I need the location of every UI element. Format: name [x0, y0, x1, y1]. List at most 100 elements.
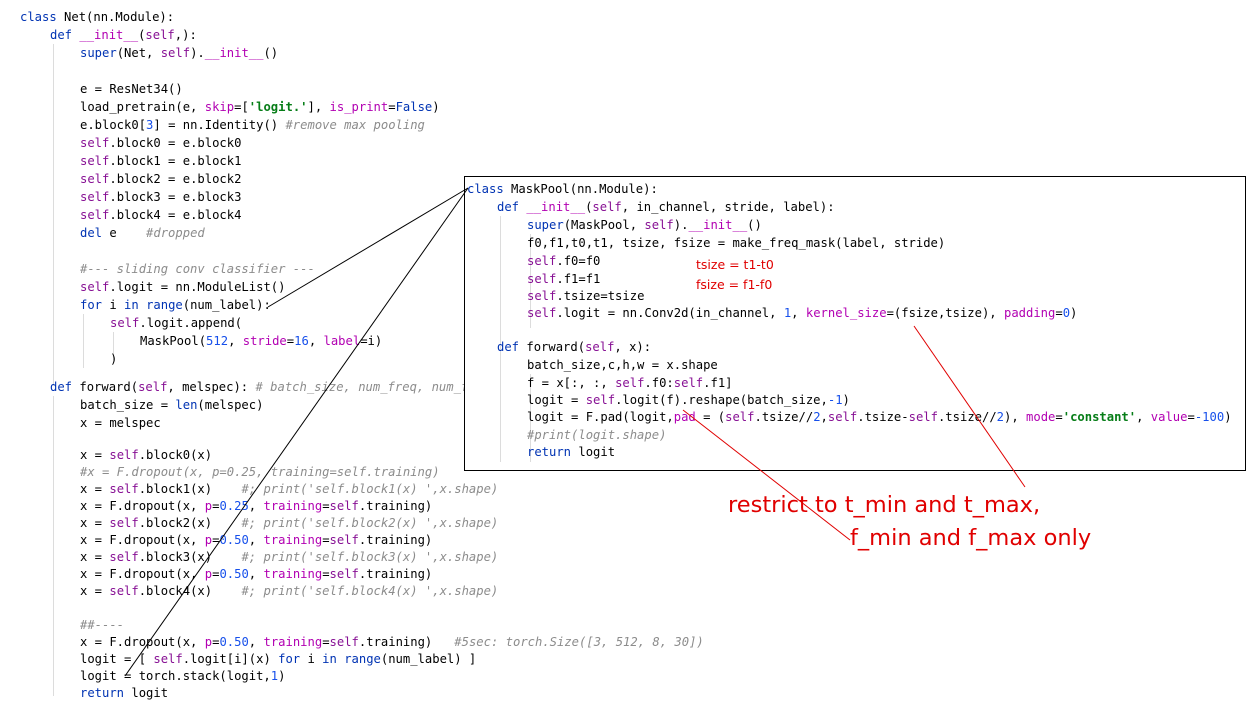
code-token: range [344, 652, 381, 666]
code-token: self [527, 254, 557, 268]
code-token: self [145, 28, 175, 42]
code-token: self [80, 136, 110, 150]
indent-guide [53, 396, 54, 696]
code-line: load_pretrain(e, skip=['logit.'], is_pri… [80, 98, 440, 116]
code-token: = [212, 635, 220, 649]
code-token: #; print('self.block3(x) ',x.shape) [241, 550, 499, 564]
code-line: self.block2 = e.block2 [80, 170, 241, 188]
code-token: (MaskPool, [563, 218, 645, 232]
code-token: padding [1003, 306, 1056, 320]
code-token: .f1] [703, 376, 733, 390]
code-token: self [908, 410, 938, 424]
code-token: ( [138, 28, 146, 42]
code-line: ) [110, 350, 117, 368]
code-token: e [109, 226, 147, 240]
fsize-annotation: fsize = f1-f0 [696, 277, 773, 292]
code-token: , [248, 499, 264, 513]
code-token: #; print('self.block4(x) ',x.shape) [241, 584, 499, 598]
maskpool-code-panel [464, 176, 1246, 471]
code-token: class [467, 182, 512, 196]
code-token: 0.50 [219, 635, 249, 649]
indent-guide [113, 332, 114, 360]
code-line: return logit [527, 443, 615, 461]
code-token: super [80, 46, 117, 60]
code-token: = [212, 567, 220, 581]
code-line: x = F.dropout(x, p=0.25, training=self.t… [80, 497, 432, 515]
code-token: self [80, 280, 110, 294]
code-line: return logit [80, 684, 168, 702]
code-token: logit = F.pad(logit, [527, 410, 674, 424]
code-token: self [110, 316, 140, 330]
code-line: #print(logit.shape) [527, 426, 666, 444]
code-token: training [263, 567, 323, 581]
code-line: self.block4 = e.block4 [80, 206, 241, 224]
code-line: class MaskPool(nn.Module): [467, 180, 658, 198]
code-line: x = self.block4(x) #; print('self.block4… [80, 582, 498, 600]
code-token: range [146, 298, 183, 312]
code-line: for i in range(num_label): [80, 296, 271, 314]
code-token: ##---- [80, 618, 125, 632]
code-token: , [248, 533, 264, 547]
code-line: self.logit.append( [110, 314, 242, 332]
indent-guide [53, 44, 54, 386]
code-token: p [204, 533, 213, 547]
code-token: -100 [1194, 410, 1225, 424]
code-line: x = self.block2(x) #; print('self.block2… [80, 514, 498, 532]
code-token: self [138, 380, 168, 394]
code-token: x = [80, 516, 110, 530]
code-token: Net(nn.Module): [64, 10, 175, 24]
code-token: = [1187, 410, 1195, 424]
code-token: mode [1026, 410, 1056, 424]
code-token: self [329, 533, 359, 547]
code-line: self.logit = nn.ModuleList() [80, 278, 285, 296]
code-token: () [747, 218, 762, 232]
code-line: x = F.dropout(x, p=0.50, training=self.t… [80, 531, 432, 549]
code-token: .tsize- [857, 410, 909, 424]
code-token: batch_size = [80, 398, 176, 412]
code-token: 3 [146, 118, 154, 132]
code-token: i [307, 652, 323, 666]
code-token: #x = F.dropout(x, p=0.25, training=self.… [80, 465, 440, 479]
code-token: #5sec: torch.Size([3, 512, 8, 30]) [454, 635, 704, 649]
code-token: #; print('self.block2(x) ',x.shape) [241, 516, 499, 530]
code-line: super(MaskPool, self).__init__() [527, 216, 762, 234]
code-token: self [827, 410, 858, 424]
code-line: MaskPool(512, stride=16, label=i) [140, 332, 382, 350]
code-token: def [50, 380, 80, 394]
code-line: self.logit = nn.Conv2d(in_channel, 1, ke… [527, 304, 1077, 322]
code-token: , in_channel, stride, label): [621, 200, 835, 214]
code-token: self [329, 635, 359, 649]
code-line: self.block0 = e.block0 [80, 134, 241, 152]
code-token: = ( [695, 410, 726, 424]
code-line: x = F.dropout(x, p=0.50, training=self.t… [80, 565, 432, 583]
code-token: () [263, 46, 279, 60]
code-line: batch_size = len(melspec) [80, 396, 263, 414]
code-token: kernel_size [805, 306, 887, 320]
code-token: .tsize// [754, 410, 814, 424]
code-token: = [286, 334, 295, 348]
code-token: .block1(x) [138, 482, 242, 496]
code-line: self.tsize=tsize [527, 287, 644, 305]
code-token: x = [80, 584, 110, 598]
code-token: #--- sliding conv classifier --- [80, 262, 315, 276]
code-token: def [497, 200, 527, 214]
code-token: .f0=f0 [556, 254, 601, 268]
code-token: = [322, 567, 330, 581]
code-token: .block3 = e.block3 [109, 190, 242, 204]
code-token: e.block0[ [80, 118, 147, 132]
code-line: logit = [ self.logit[i](x) for i in rang… [80, 650, 476, 668]
code-token: 512 [206, 334, 229, 348]
code-token: forward( [526, 340, 586, 354]
code-token: self [109, 550, 139, 564]
code-token: .training) [358, 499, 433, 513]
code-token: label [323, 334, 361, 348]
code-token: x = F.dropout(x, [80, 635, 205, 649]
code-token: self [585, 393, 616, 407]
code-token: in [124, 298, 147, 312]
code-line: self.block3 = e.block3 [80, 188, 241, 206]
code-token: .block2 = e.block2 [109, 172, 242, 186]
code-token: self [527, 272, 557, 286]
code-token: __init__ [526, 200, 586, 214]
code-token: = [1055, 306, 1063, 320]
